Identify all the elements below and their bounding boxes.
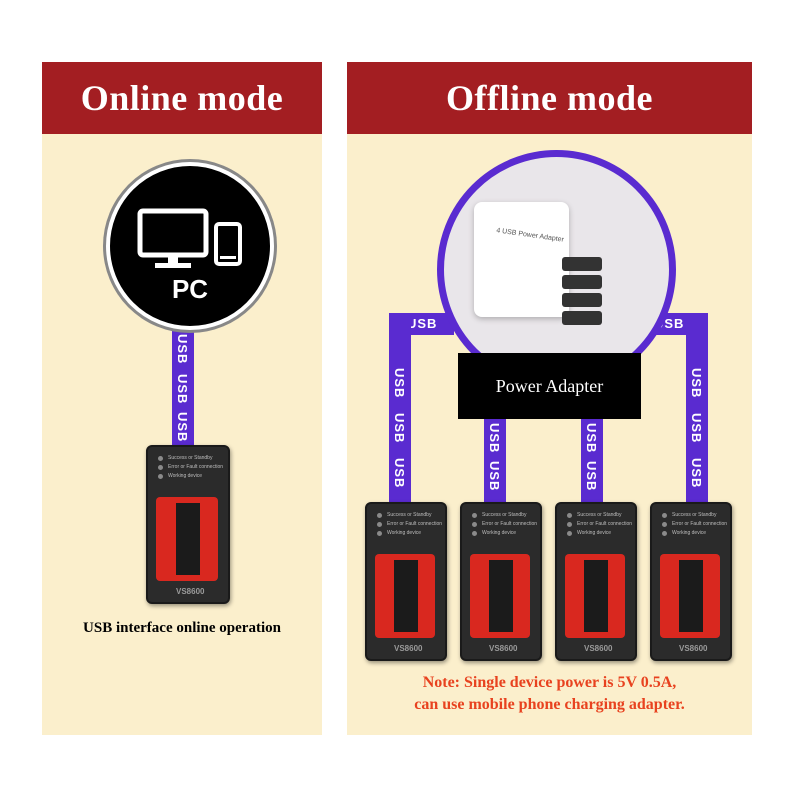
device-brand: VS8600: [679, 644, 708, 653]
power-adapter-photo: 4 USB Power Adapter: [437, 150, 676, 389]
usb-cable-label: USB: [689, 368, 704, 399]
usb-power-adapter: 4 USB Power Adapter: [474, 202, 569, 317]
led-label: Success or Standby: [577, 512, 622, 518]
led-icon: [377, 521, 382, 527]
socket-slot: [489, 560, 513, 632]
usb-cable-label: USB: [392, 458, 407, 489]
programmer-device-2: Success or Standby Error or Fault connec…: [460, 502, 542, 661]
led-icon: [377, 512, 382, 518]
device-brand: VS8600: [394, 644, 423, 653]
led-label: Error or Fault connection: [577, 521, 633, 527]
usb-cable-label: USB: [689, 413, 704, 444]
usb-cable-label: USB: [584, 461, 599, 492]
socket-slot: [679, 560, 703, 632]
led-icon: [472, 530, 477, 536]
led-icon: [662, 512, 667, 518]
online-mode-title: Online mode: [42, 62, 322, 134]
led-label: Working device: [387, 530, 422, 536]
usb-cable-label: USB: [487, 461, 502, 492]
usb-cable-label: USB: [175, 374, 190, 405]
online-caption: USB interface online operation: [83, 620, 281, 636]
led-label: Error or Fault connection: [672, 521, 728, 527]
zif-socket: [660, 554, 720, 638]
usb-cable-label: USB: [175, 412, 190, 443]
led-label: Success or Standby: [482, 512, 527, 518]
led-label: Working device: [577, 530, 612, 536]
socket-slot: [394, 560, 418, 632]
usb-cable-online: USB USB USB: [172, 322, 194, 450]
computer-icon: [137, 208, 242, 268]
led-icon: [567, 512, 572, 518]
led-icon: [567, 521, 572, 527]
led-label: Error or Fault connection: [168, 464, 224, 470]
usb-plug-icon: [562, 311, 602, 325]
zif-socket: [156, 497, 218, 581]
status-leds: Success or Standby Error or Fault connec…: [567, 512, 632, 539]
status-leds: Success or Standby Error or Fault connec…: [377, 512, 442, 539]
status-leds: Success or Standby Error or Fault connec…: [662, 512, 727, 539]
programmer-device-online: Success or Standby Error or Fault connec…: [146, 445, 230, 604]
usb-cable-device-2: USB USB: [484, 419, 506, 505]
device-brand: VS8600: [584, 644, 613, 653]
usb-plug-icon: [562, 257, 602, 271]
led-label: Working device: [168, 473, 203, 479]
led-label: Working device: [672, 530, 707, 536]
usb-plug-icon: [562, 293, 602, 307]
usb-cable-label: USB: [392, 368, 407, 399]
usb-cable-device-4: USB USB USB: [686, 313, 708, 505]
led-icon: [472, 512, 477, 518]
note-line-2: can use mobile phone charging adapter.: [414, 696, 685, 713]
device-brand: VS8600: [489, 644, 518, 653]
led-label: Success or Standby: [168, 455, 213, 461]
zif-socket: [375, 554, 435, 638]
programmer-device-4: Success or Standby Error or Fault connec…: [650, 502, 732, 661]
led-icon: [662, 530, 667, 536]
usb-cable-label: USB: [584, 423, 599, 454]
usb-cable-label: USB: [487, 423, 502, 454]
power-adapter-label: Power Adapter: [458, 353, 641, 419]
usb-cable-label: USB: [407, 316, 438, 331]
programmer-device-3: Success or Standby Error or Fault connec…: [555, 502, 637, 661]
led-label: Error or Fault connection: [482, 521, 538, 527]
usb-cable-device-3: USB USB: [581, 419, 603, 505]
usb-plug-icon: [562, 275, 602, 289]
usb-cable-label: USB: [175, 334, 190, 365]
led-icon: [472, 521, 477, 527]
led-icon: [158, 455, 163, 461]
programmer-device-1: Success or Standby Error or Fault connec…: [365, 502, 447, 661]
led-icon: [377, 530, 382, 536]
led-icon: [158, 473, 163, 479]
socket-slot: [584, 560, 608, 632]
led-icon: [158, 464, 163, 470]
usb-cable-label: USB: [689, 458, 704, 489]
pc-badge: PC: [106, 162, 274, 330]
led-icon: [567, 530, 572, 536]
led-label: Error or Fault connection: [387, 521, 443, 527]
pc-label: PC: [171, 274, 209, 304]
led-label: Working device: [482, 530, 517, 536]
led-label: Success or Standby: [387, 512, 432, 518]
note-line-1: Note: Single device power is 5V 0.5A,: [422, 674, 677, 691]
offline-mode-title: Offline mode: [347, 62, 752, 134]
status-leds: Success or Standby Error or Fault connec…: [472, 512, 537, 539]
usb-cable-label: USB: [392, 413, 407, 444]
led-label: Success or Standby: [672, 512, 717, 518]
zif-socket: [565, 554, 625, 638]
adapter-print: 4 USB Power Adapter: [495, 227, 565, 244]
socket-slot: [176, 503, 200, 575]
usb-cable-device-1: USB USB USB: [389, 313, 411, 505]
device-brand: VS8600: [176, 587, 205, 596]
status-leds: Success or Standby Error or Fault connec…: [158, 455, 223, 482]
offline-note: Note: Single device power is 5V 0.5A, ca…: [347, 672, 752, 716]
zif-socket: [470, 554, 530, 638]
led-icon: [662, 521, 667, 527]
